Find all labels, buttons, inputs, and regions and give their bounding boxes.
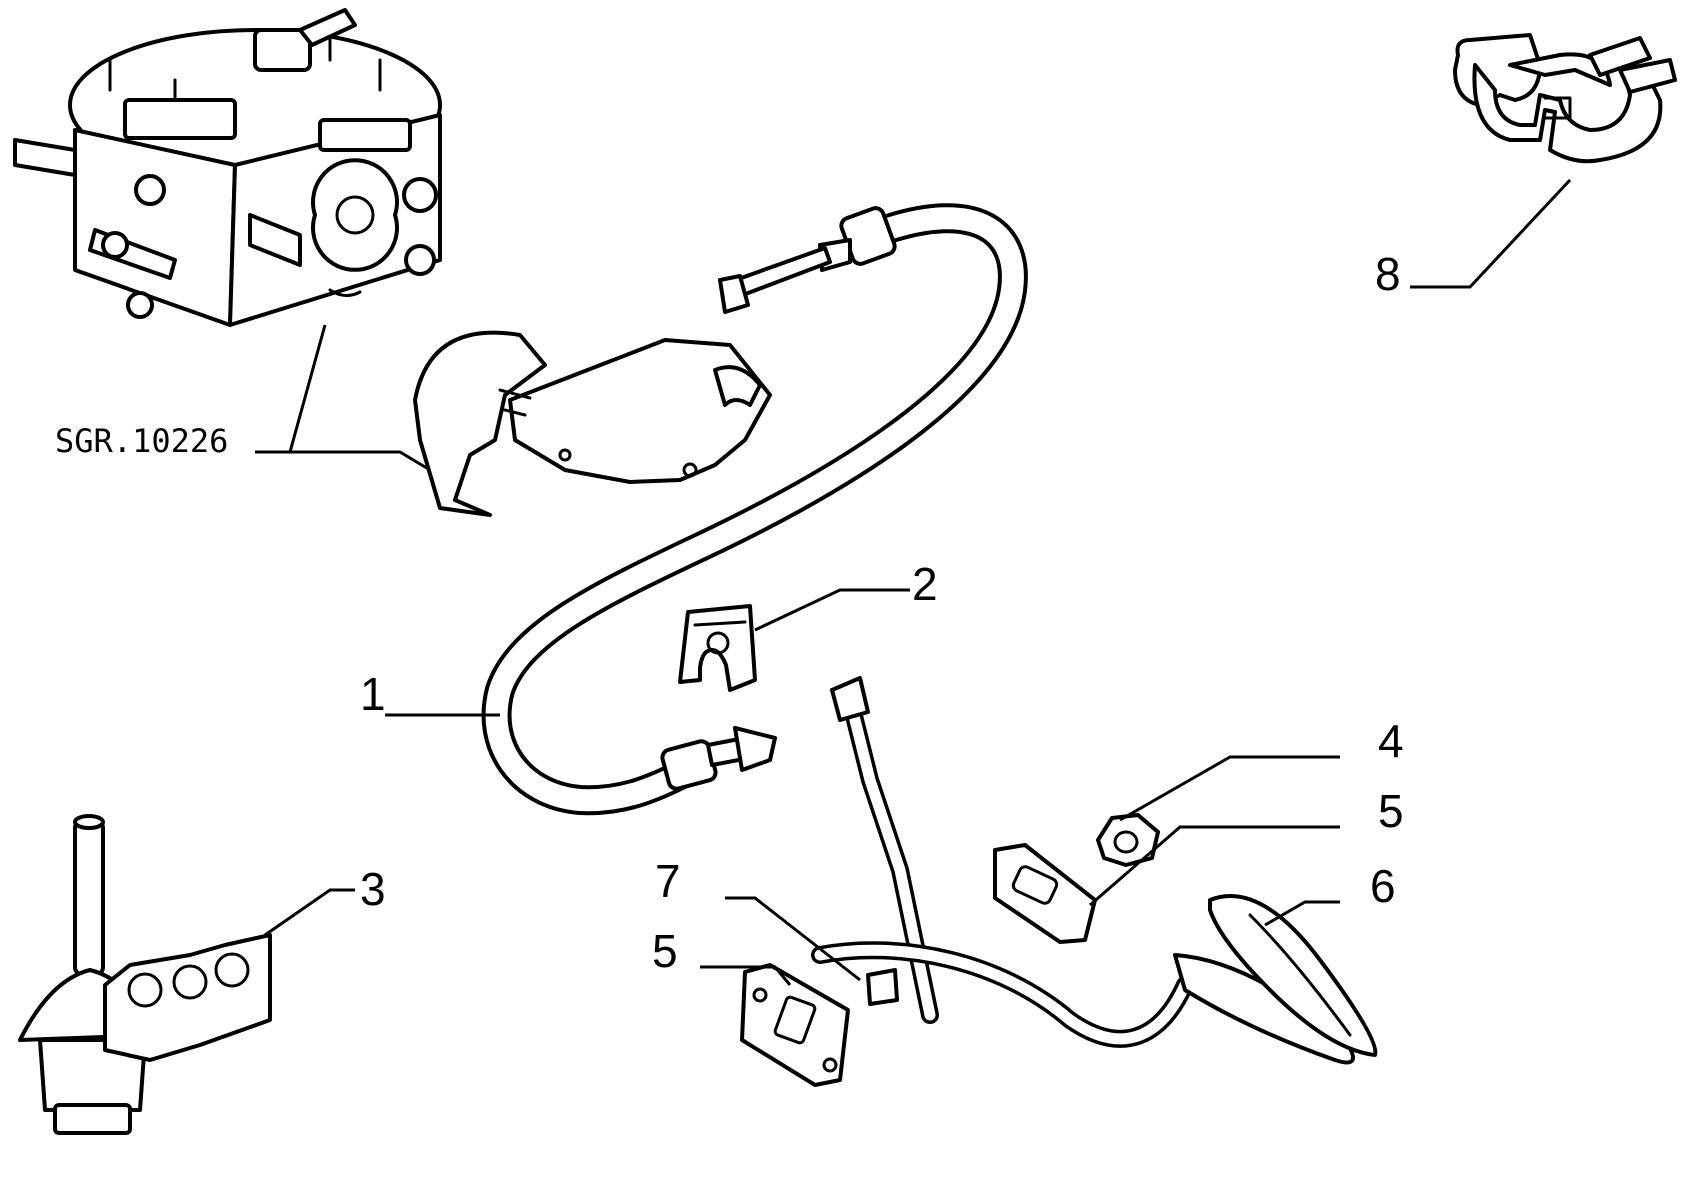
hex-nut: [1096, 813, 1160, 867]
accelerator-pedal-lever: [811, 676, 1378, 1065]
leader-lines: [255, 178, 1572, 986]
callout-2: 2: [912, 558, 938, 610]
callout-3: 3: [360, 863, 386, 915]
throttle-body-assembly: [13, 8, 442, 327]
throttle-linkage-bracket: [413, 330, 772, 517]
callout-5-upper: 5: [1378, 785, 1404, 837]
retaining-clip: [678, 604, 757, 692]
callout-5-lower: 5: [652, 925, 678, 977]
callout-4: 4: [1378, 715, 1404, 767]
callout-8: 8: [1375, 248, 1401, 300]
callout-6: 6: [1370, 860, 1396, 912]
double-hose-clip: [1453, 33, 1677, 164]
accelerator-cable: [481, 203, 1028, 816]
reference-code: SGR.10226: [55, 422, 228, 460]
callout-1: 1: [360, 668, 386, 720]
stop-plate-lower: [740, 963, 850, 1087]
callout-7: 7: [655, 855, 681, 907]
pedal-pivot-bracket: [18, 814, 272, 1135]
rubber-pad-upper: [993, 843, 1097, 944]
